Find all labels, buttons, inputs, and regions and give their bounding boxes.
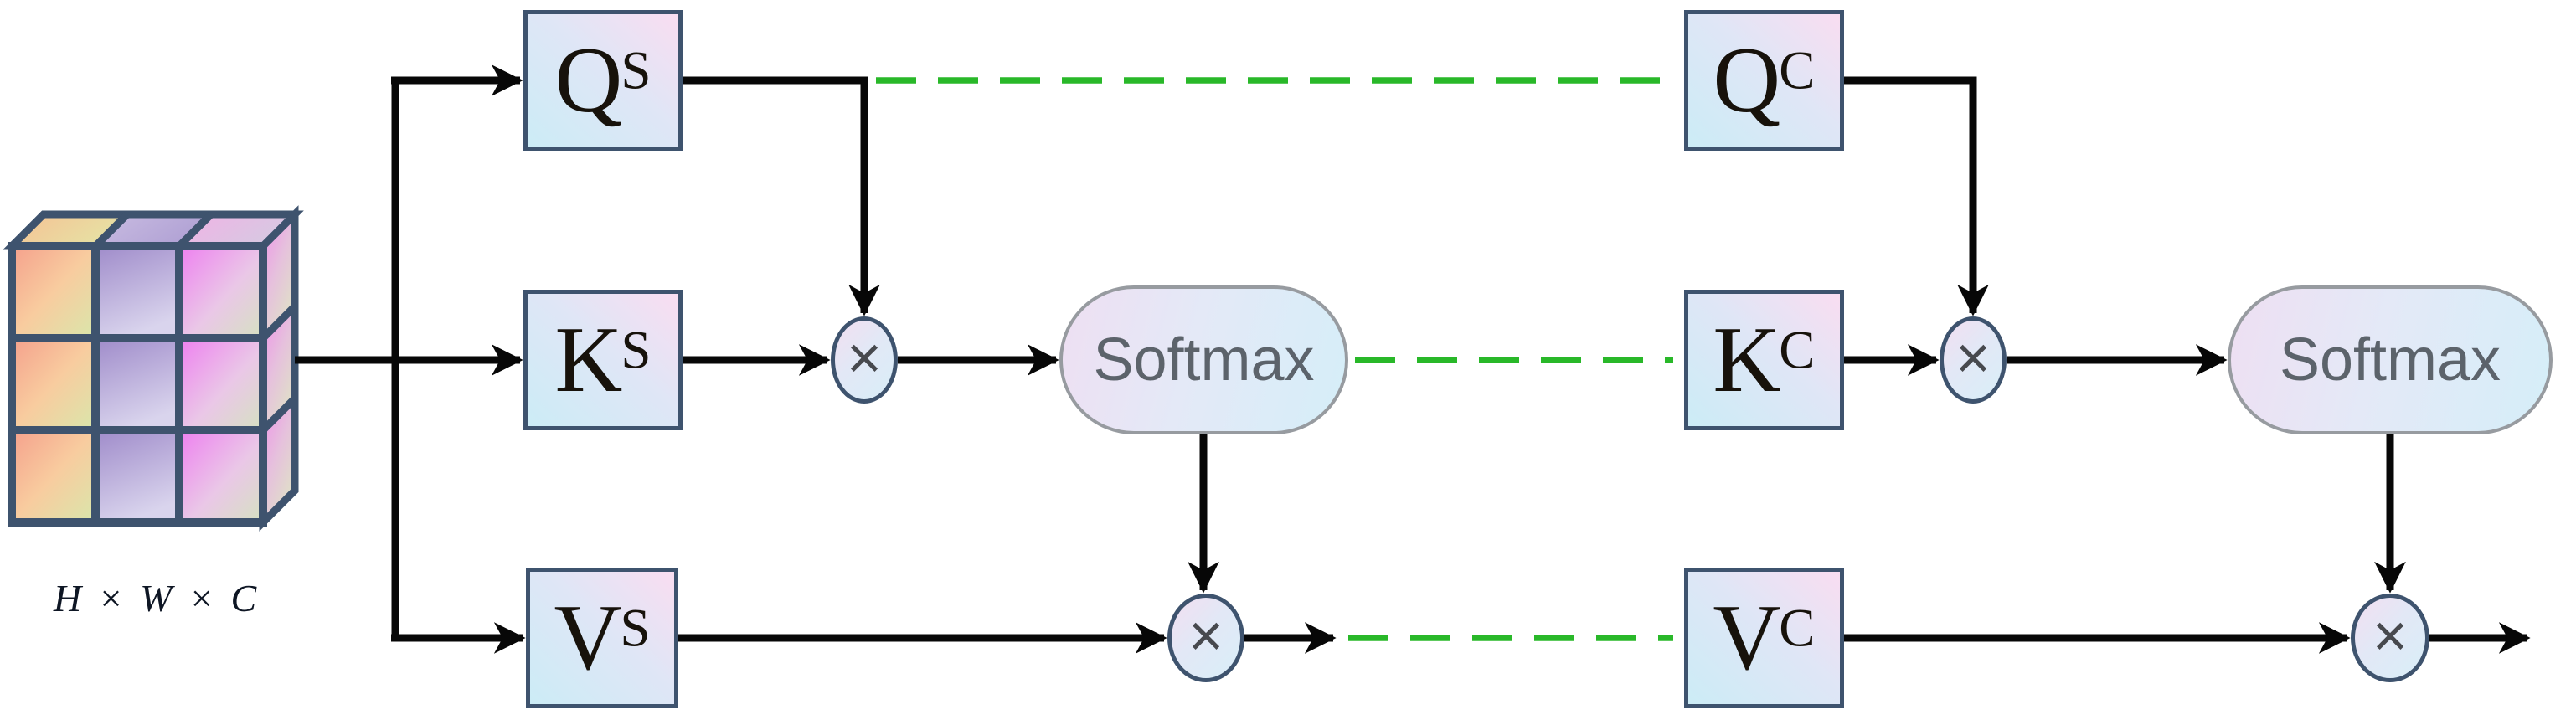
node-q-spatial: QS (523, 10, 683, 151)
node-v-channel: VC (1684, 568, 1844, 708)
node-k-spatial: KS (523, 290, 683, 430)
cube-front-tile (91, 334, 183, 434)
cube-front-tile (91, 426, 183, 527)
softmax-spatial-label: Softmax (1093, 327, 1315, 393)
softmax-channel: Softmax (2228, 285, 2553, 434)
cube-front-tile (175, 242, 267, 342)
node-q-spatial-label: QS (554, 28, 652, 132)
node-k-spatial-label: KS (554, 308, 652, 412)
multiply-icon: × (1188, 603, 1224, 670)
node-v-spatial-label: VS (554, 586, 651, 690)
node-v-spatial: VS (526, 568, 678, 708)
input-tensor-cube (3, 205, 304, 532)
multiply-op-channel-av: × (2351, 594, 2429, 682)
cube-front-tile (91, 242, 183, 342)
multiply-icon: × (1955, 325, 1991, 392)
cube-front-tile (8, 426, 100, 527)
softmax-channel-label: Softmax (2279, 327, 2501, 393)
arrow-qc-to-multiply (1844, 76, 1989, 316)
multiply-icon: × (846, 325, 883, 392)
multiply-icon: × (2372, 603, 2409, 670)
cube-front-tile (8, 334, 100, 434)
multiply-op-channel-qk: × (1940, 316, 2007, 404)
cube-front-tile (175, 334, 267, 434)
node-k-channel-label: KC (1713, 308, 1816, 412)
node-q-channel-label: QC (1713, 28, 1816, 132)
input-shape-label: H × W × C (53, 577, 260, 620)
cube-front-tile (8, 242, 100, 342)
node-v-channel-label: VC (1713, 586, 1816, 690)
node-k-channel: KC (1684, 290, 1844, 430)
multiply-op-spatial-qk: × (831, 316, 898, 404)
multiply-op-spatial-av: × (1167, 594, 1244, 682)
cube-front-tile (175, 426, 267, 527)
black-connectors (295, 64, 2531, 654)
arrow-qs-to-multiply (683, 76, 880, 316)
node-q-channel: QC (1684, 10, 1844, 151)
softmax-spatial: Softmax (1059, 285, 1348, 434)
green-dashed-links (876, 77, 1673, 641)
